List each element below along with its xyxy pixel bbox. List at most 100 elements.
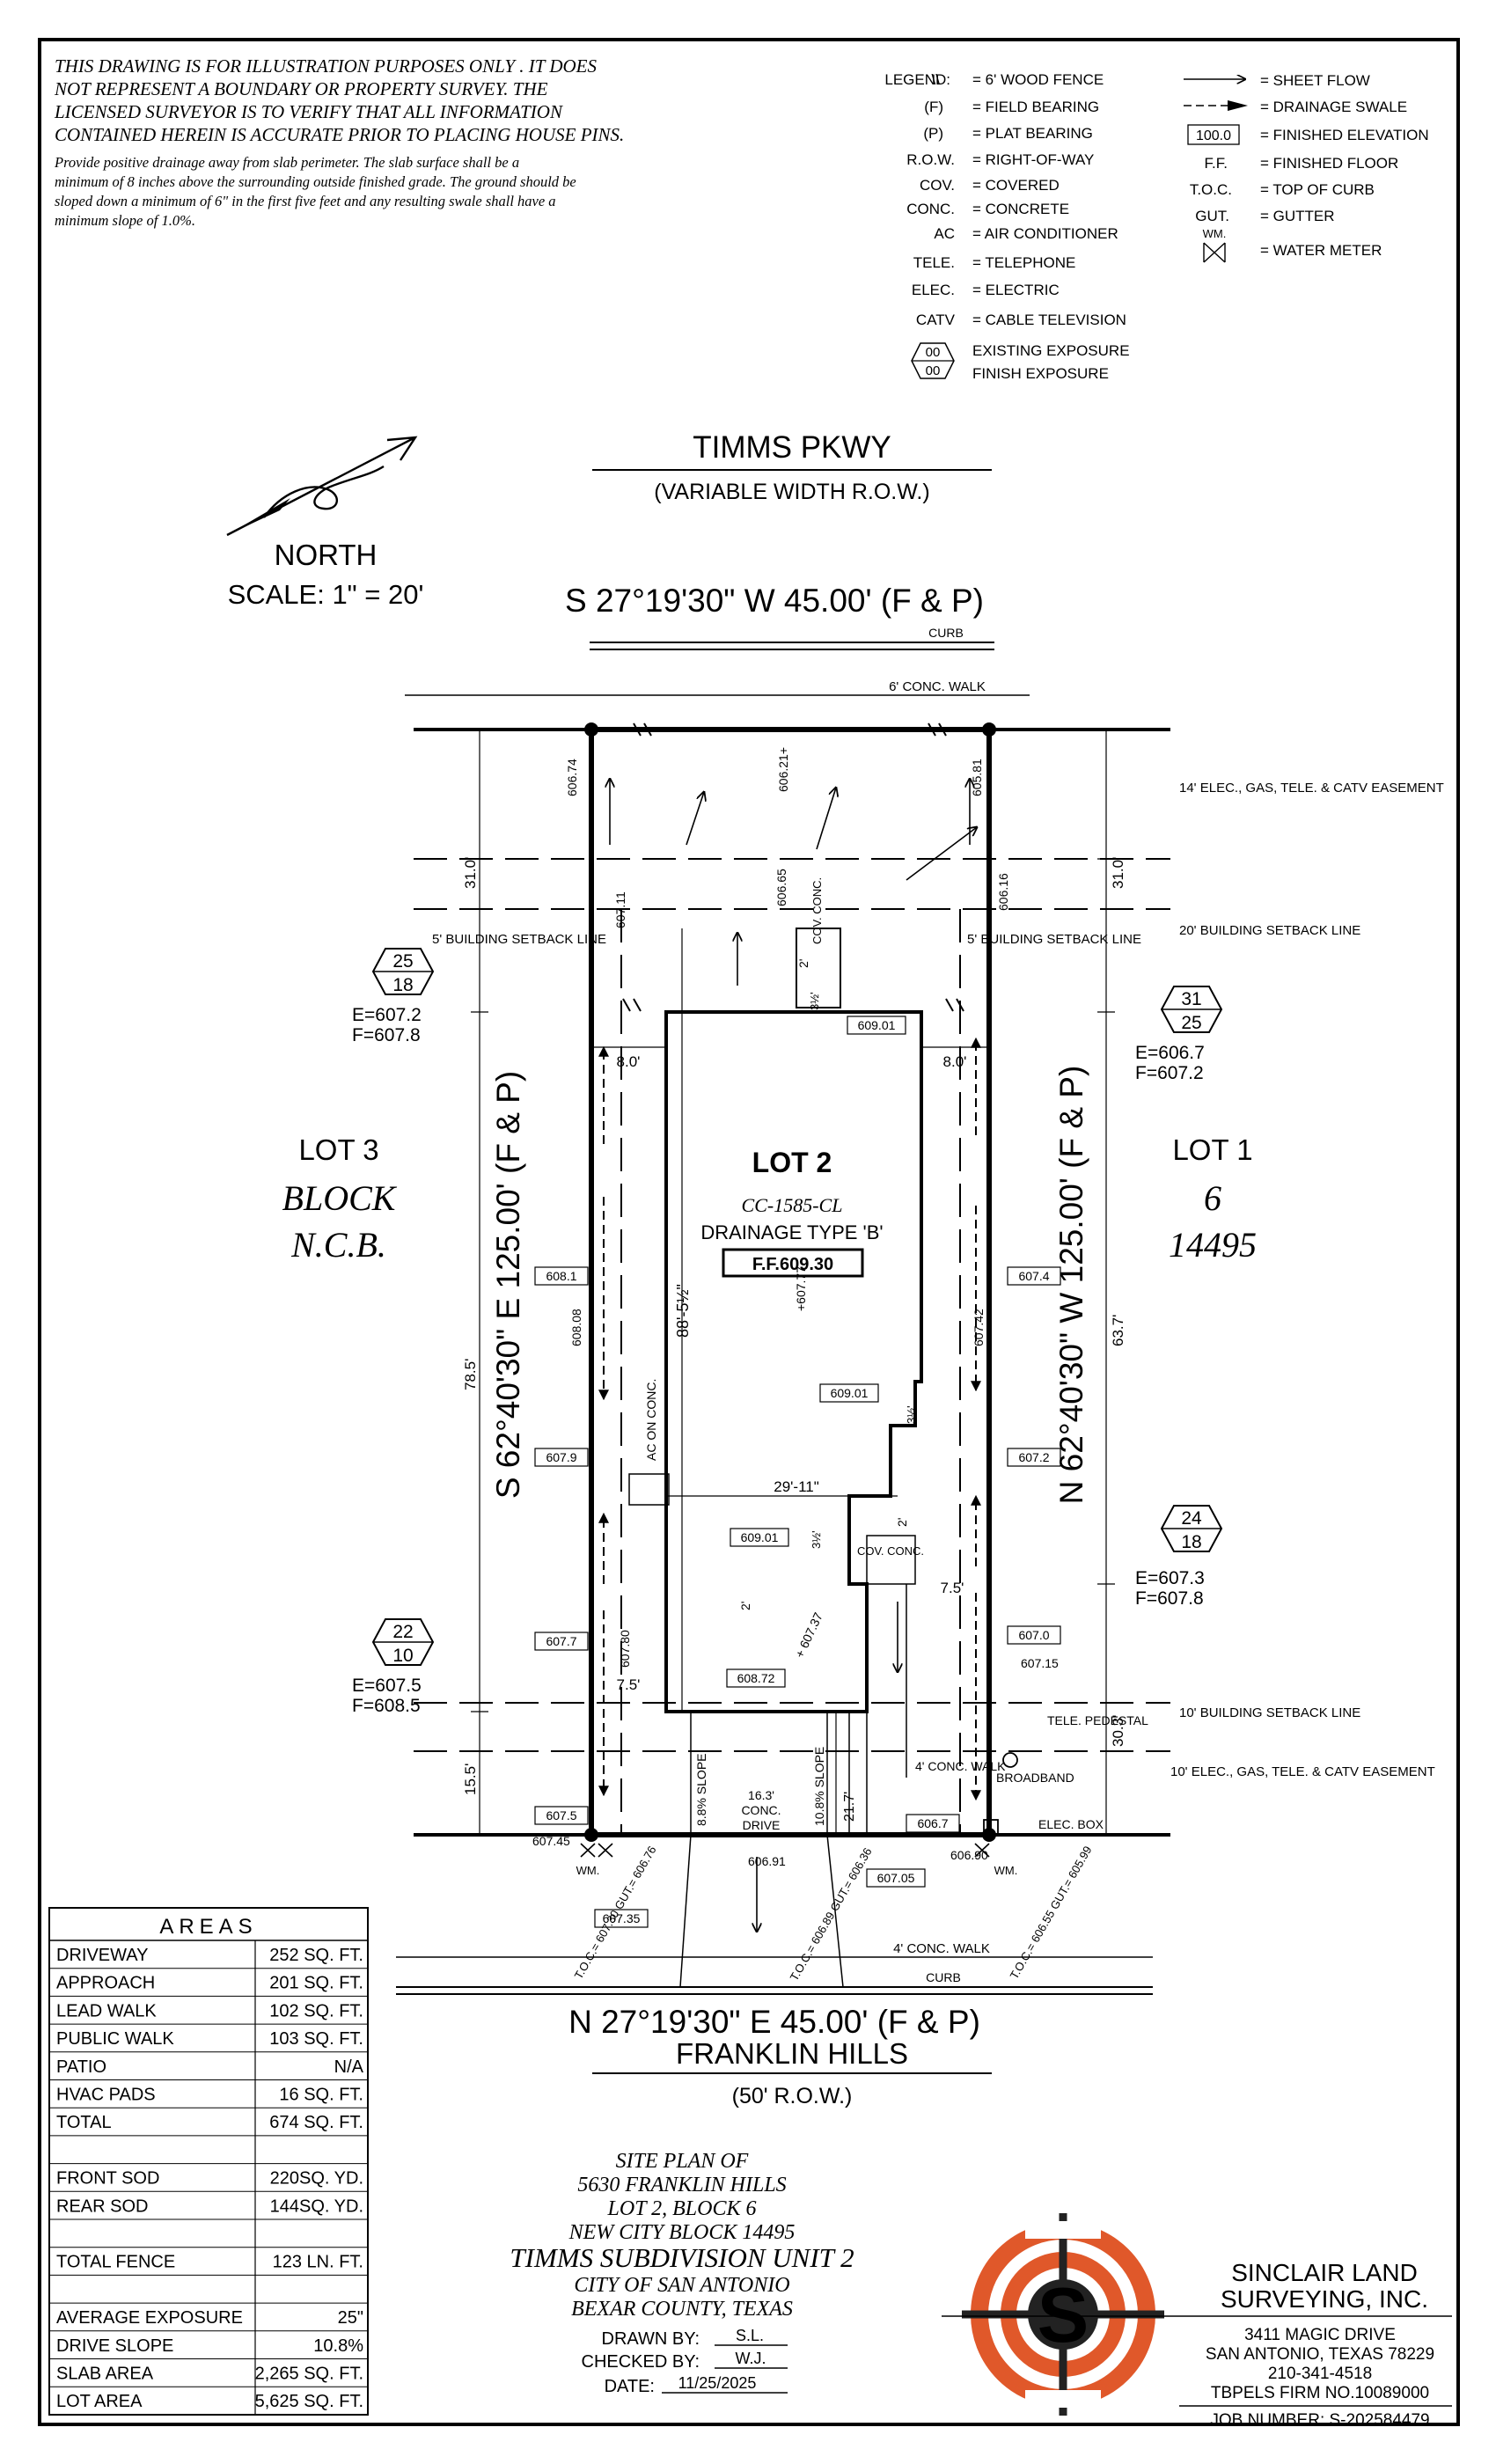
company-phone: 210-341-4518: [1268, 2365, 1372, 2383]
dim-label: 2': [738, 1602, 752, 1610]
property-pin-icon: [982, 1828, 996, 1842]
areas-row-label: DRIVEWAY: [56, 1946, 148, 1965]
areas-row-value: 10.8%: [313, 2336, 363, 2356]
company-logo-icon: S: [962, 2213, 1164, 2416]
elevation: 606.90: [950, 1848, 988, 1862]
areas-row-label: REAR SOD: [56, 2196, 148, 2216]
checked-by: W.J.: [736, 2350, 766, 2367]
elevation: 608.1: [546, 1269, 576, 1283]
elevation: 607.7: [546, 1634, 576, 1648]
lot-plan: COV. CONC. AC ON CONC. COV. CONC. 88'-5½…: [282, 722, 1444, 1995]
legend-symbol: T.O.C.: [1190, 181, 1232, 198]
bottom-walk-label: 4' CONC. WALK: [893, 1941, 990, 1956]
areas-row-value: N/A: [334, 2057, 364, 2077]
company-block: S SINCLAIR LAND SURVEYING, INC. 3411 MAG…: [942, 2213, 1452, 2430]
bottom-street-row: (50' R.O.W.): [732, 2084, 853, 2108]
hex-e: E=607.5: [352, 1676, 422, 1696]
cov-conc-label: COV. CONC.: [857, 1544, 924, 1558]
legend-symbol: F.F.: [1205, 155, 1228, 172]
plan-notes: 5' BUILDING SETBACK LINE 5' BUILDING SET…: [432, 781, 1444, 1877]
elec-box-icon: [983, 1819, 999, 1835]
lot3-block: BLOCK: [282, 1178, 398, 1218]
date: 11/25/2025: [678, 2374, 757, 2392]
company-city: SAN ANTONIO, TEXAS 78229: [1206, 2345, 1434, 2364]
house-width-dim: 29'-11": [774, 1478, 819, 1495]
elevation: 606.7: [917, 1816, 948, 1830]
exposure-hexagons: 25 18 E=607.2 F=607.8 31 25 E=606.7 F=60…: [352, 948, 1223, 1716]
dim-label: 8.0': [617, 1053, 641, 1070]
dim-label: 7.5': [617, 1676, 641, 1693]
title-line: BEXAR COUNTY, TEXAS: [571, 2298, 793, 2321]
drainage-note: sloped down a minimum of 6" in the first…: [55, 193, 556, 209]
hex-bottom: 00: [926, 363, 941, 378]
elevation: 608.08: [569, 1309, 583, 1346]
areas-row-value: 103 SQ. FT.: [269, 2029, 363, 2049]
legend-symbol: ELEC.: [912, 282, 955, 298]
elevation: 607.35: [603, 1911, 641, 1925]
north-arrow: NORTH SCALE: 1" = 20': [226, 436, 424, 610]
front-walk-label: 4' CONC. WALK: [915, 1759, 1006, 1773]
legend-meaning: = DRAINAGE SWALE: [1260, 99, 1407, 115]
legend-exposure: 00 00 EXISTING EXPOSURE FINISH EXPOSURE: [911, 342, 1130, 382]
legend-meaning: = SHEET FLOW: [1260, 72, 1370, 89]
title-subdivision: TIMMS SUBDIVISION UNIT 2: [510, 2242, 854, 2273]
elevation: 607.45: [532, 1834, 570, 1848]
hex-bottom: 18: [1181, 1532, 1201, 1552]
top-street-name: TIMMS PKWY: [693, 430, 891, 465]
plan-code: CC-1585-CL: [742, 1194, 843, 1216]
water-meter-icon: [974, 1843, 990, 1858]
bottom-street-name: FRANKLIN HILLS: [676, 2037, 908, 2070]
ac-pad-label: AC ON CONC.: [644, 1379, 658, 1461]
easement-bottom-label: 10' ELEC., GAS, TELE. & CATV EASEMENT: [1170, 1764, 1435, 1779]
areas-row-value: 5,625 SQ. FT.: [255, 2392, 363, 2411]
hex-f: F=608.5: [352, 1696, 421, 1716]
company-name: SINCLAIR LAND: [1231, 2259, 1418, 2286]
legend-meaning: = ELECTRIC: [972, 282, 1060, 298]
bottom-bearing: N 27°19'30" E 45.00' (F & P): [568, 2004, 980, 2040]
elevation: 606.74: [565, 759, 579, 796]
drive-label: CONC.: [741, 1803, 781, 1817]
areas-row-value: 201 SQ. FT.: [269, 1974, 363, 1993]
hex-top: 31: [1181, 989, 1201, 1009]
title-line: NEW CITY BLOCK 14495: [568, 2221, 796, 2244]
legend-symbol: \\: [932, 71, 941, 88]
exposure-label: EXISTING EXPOSURE: [972, 342, 1130, 359]
scale-label: SCALE: 1" = 20': [228, 579, 424, 610]
areas-row-label: APPROACH: [56, 1974, 155, 1993]
lot3-ncb: N.C.B.: [290, 1225, 386, 1265]
logo-letter: S: [1038, 2271, 1089, 2358]
water-meter-icon: [1203, 242, 1226, 263]
areas-row-label: TOTAL: [56, 2113, 112, 2132]
hex-f: F=607.2: [1135, 1063, 1204, 1083]
setback-10-label: 10' BUILDING SETBACK LINE: [1179, 1705, 1360, 1720]
property-pin-icon: [982, 722, 996, 737]
slope-left: 8.8% SLOPE: [694, 1754, 708, 1827]
drainage-type: DRAINAGE TYPE 'B': [700, 1221, 883, 1243]
areas-row-label: PUBLIC WALK: [56, 2029, 174, 2049]
top-street-row: (VARIABLE WIDTH R.O.W.): [654, 480, 929, 504]
elevation: 605.81: [970, 759, 984, 796]
areas-row-value: 252 SQ. FT.: [269, 1946, 363, 1965]
house-footprint: [664, 1010, 923, 1713]
elevation: 606.21+: [776, 747, 790, 792]
hex-f: F=607.8: [1135, 1588, 1204, 1609]
easement-top-label: 14' ELEC., GAS, TELE. & CATV EASEMENT: [1179, 781, 1444, 796]
finished-floor-box: [722, 1248, 864, 1278]
top-bearing: S 27°19'30" W 45.00' (F & P): [565, 583, 984, 619]
legend-symbol: (F): [924, 99, 943, 115]
north-label: NORTH: [275, 539, 378, 571]
elec-box-label: ELEC. BOX: [1038, 1817, 1104, 1831]
wm-label: WM.: [994, 1864, 1018, 1877]
elevation: 609.01: [831, 1386, 869, 1400]
sheet-border: [38, 38, 1460, 2426]
elevation: 608.72: [737, 1671, 775, 1685]
title-block: SITE PLAN OF 5630 FRANKLIN HILLS LOT 2, …: [510, 2150, 854, 2396]
setback-right-label: 5' BUILDING SETBACK LINE: [967, 932, 1141, 947]
legend-meaning: = AIR CONDITIONER: [972, 225, 1118, 242]
areas-row-label: LOT AREA: [56, 2392, 143, 2411]
areas-row-value: 2,265 SQ. FT.: [255, 2365, 363, 2384]
dim-label: 3½': [810, 1530, 823, 1549]
hex-f: F=607.8: [352, 1025, 421, 1045]
drainage-swales: [598, 1037, 981, 1801]
dim-label: 2': [796, 959, 810, 968]
